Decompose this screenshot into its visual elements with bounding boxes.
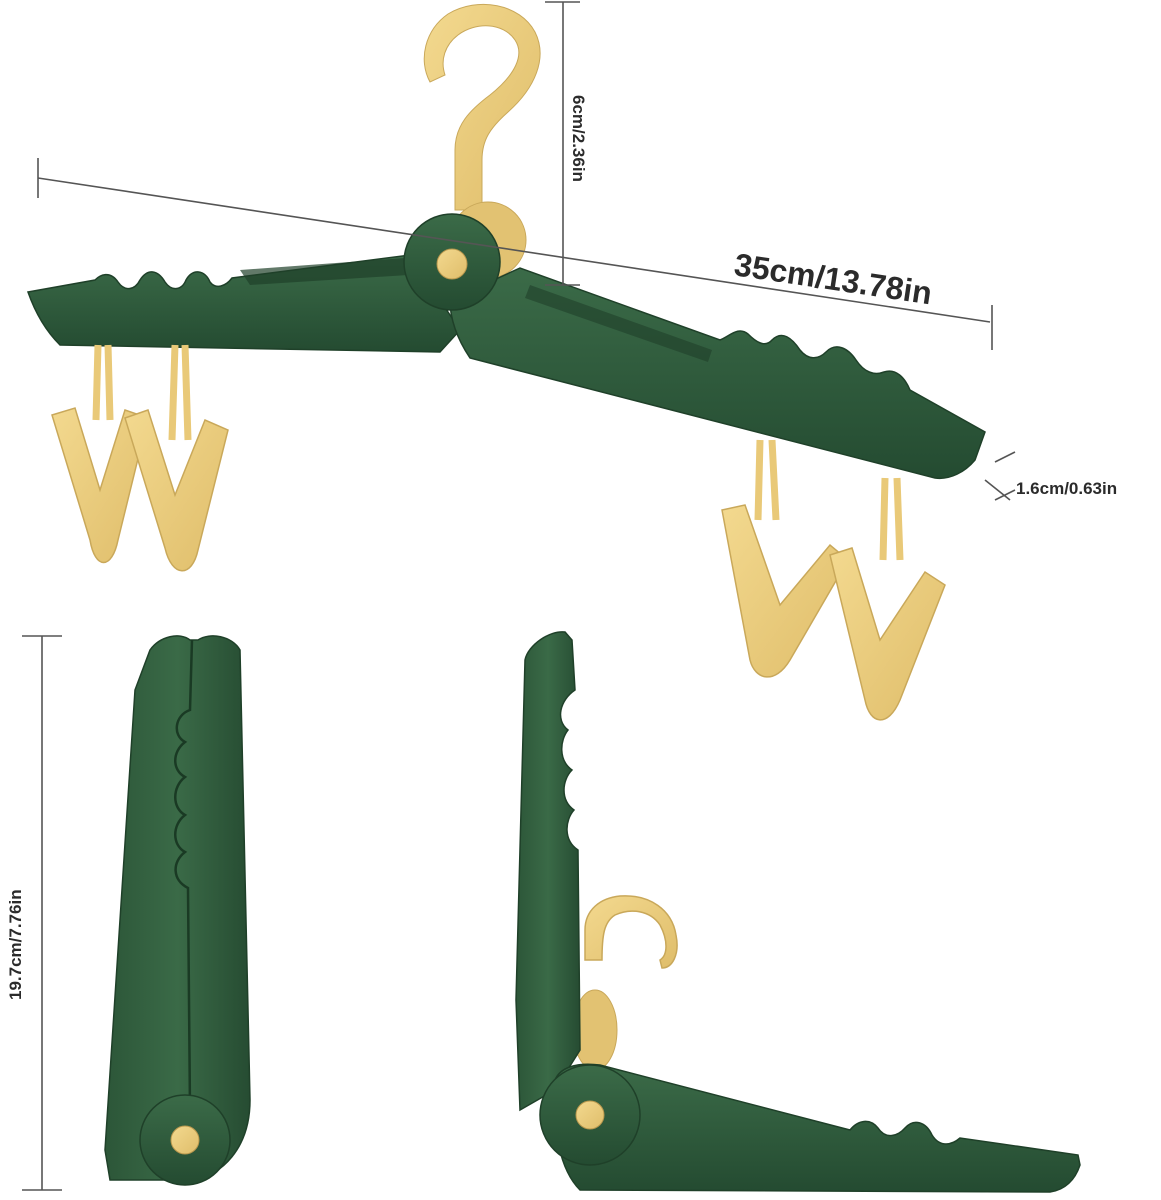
width-label: 35cm/13.78in (732, 246, 934, 311)
right-arm (449, 267, 986, 480)
clip (829, 547, 946, 721)
hook-height-label: 6cm/2.36in (569, 95, 588, 182)
hook (423, 3, 541, 211)
folded-length-label: 19.7cm/7.76in (6, 889, 25, 1000)
clip (124, 409, 229, 572)
clip (721, 504, 849, 678)
thickness-label: 1.6cm/0.63in (1016, 479, 1117, 498)
dimension-lines (22, 1, 1016, 1191)
half-folded-hanger (515, 631, 1081, 1193)
hook (584, 895, 678, 969)
unfolded-hanger (27, 3, 986, 721)
folded-pivot-button (170, 1125, 200, 1155)
pivot-button (436, 248, 468, 280)
half-folded-pivot-button (575, 1100, 605, 1130)
clip (51, 407, 149, 563)
folded-hanger (104, 635, 251, 1186)
right-clips (721, 439, 946, 721)
left-clips (51, 344, 229, 572)
